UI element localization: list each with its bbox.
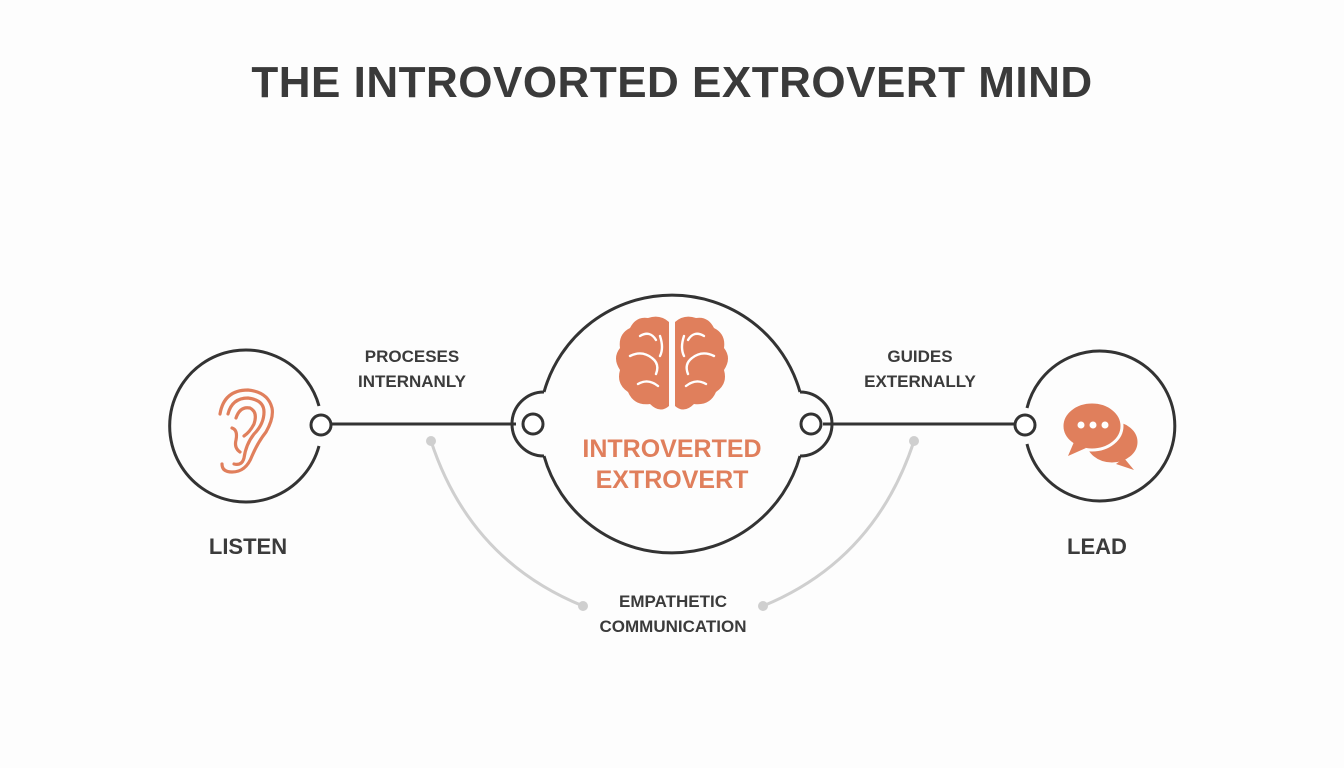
connector-label-right: GUIDES EXTERNALLY bbox=[840, 344, 1000, 394]
connector-label-right-line2: EXTERNALLY bbox=[864, 372, 976, 391]
listen-node-label: LISTEN bbox=[208, 534, 288, 559]
page-title: THE INTROVORTED EXTROVERT MIND bbox=[251, 58, 1093, 107]
center-node-circle bbox=[510, 293, 834, 555]
empathy-arc-right bbox=[758, 436, 919, 611]
center-node-label-line1: INTROVERTED bbox=[582, 435, 762, 463]
empathy-arc-left bbox=[426, 436, 588, 611]
ear-icon bbox=[218, 388, 274, 474]
lead-node-label: LEAD bbox=[1067, 534, 1127, 559]
connector-label-left-line2: INTERNANLY bbox=[358, 372, 466, 391]
center-node-label: INTROVERTED EXTROVERT bbox=[552, 434, 792, 496]
connector-label-left: PROCESES INTERNANLY bbox=[332, 344, 492, 394]
center-node-label-line2: EXTROVERT bbox=[595, 466, 749, 494]
lead-node-circle bbox=[1013, 349, 1177, 503]
connector-label-bottom: EMPATHETIC COMMUNICATION bbox=[573, 589, 773, 639]
connector-label-right-line1: GUIDES bbox=[887, 347, 953, 366]
listen-node-circle bbox=[168, 348, 333, 504]
speech-bubbles-icon bbox=[1060, 400, 1141, 470]
connector-label-bottom-line2: COMMUNICATION bbox=[599, 617, 747, 636]
connector-label-left-line1: PROCESES bbox=[364, 347, 460, 366]
connector-label-bottom-line1: EMPATHETIC bbox=[619, 592, 727, 611]
brain-icon bbox=[616, 316, 728, 410]
